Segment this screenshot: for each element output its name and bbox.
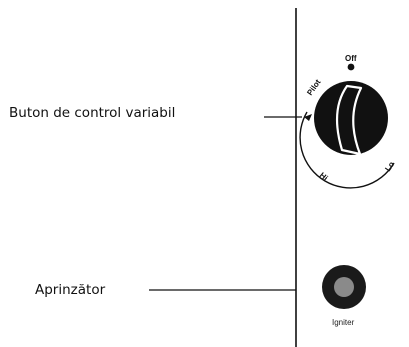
variable-control-knob[interactable]: Off Pilot Hi Lo <box>299 54 396 189</box>
igniter-callout-label: Aprinzător <box>35 282 106 298</box>
igniter-center <box>334 277 354 297</box>
heat-scale-arc <box>299 111 395 189</box>
knob-grip-outline <box>335 84 363 156</box>
knob-body <box>314 81 388 155</box>
dial-label-pilot: Pilot <box>305 78 323 98</box>
off-indicator-dot <box>347 63 355 71</box>
igniter-caption: Igniter <box>332 318 355 327</box>
dial-label-lo: Lo <box>383 160 396 173</box>
pilot-arrow-icon <box>304 114 312 121</box>
dial-label-hi: Hi <box>318 171 330 183</box>
dial-label-off: Off <box>345 54 357 63</box>
knob-callout-label: Buton de control variabil <box>9 105 176 121</box>
igniter-button[interactable] <box>322 265 366 309</box>
